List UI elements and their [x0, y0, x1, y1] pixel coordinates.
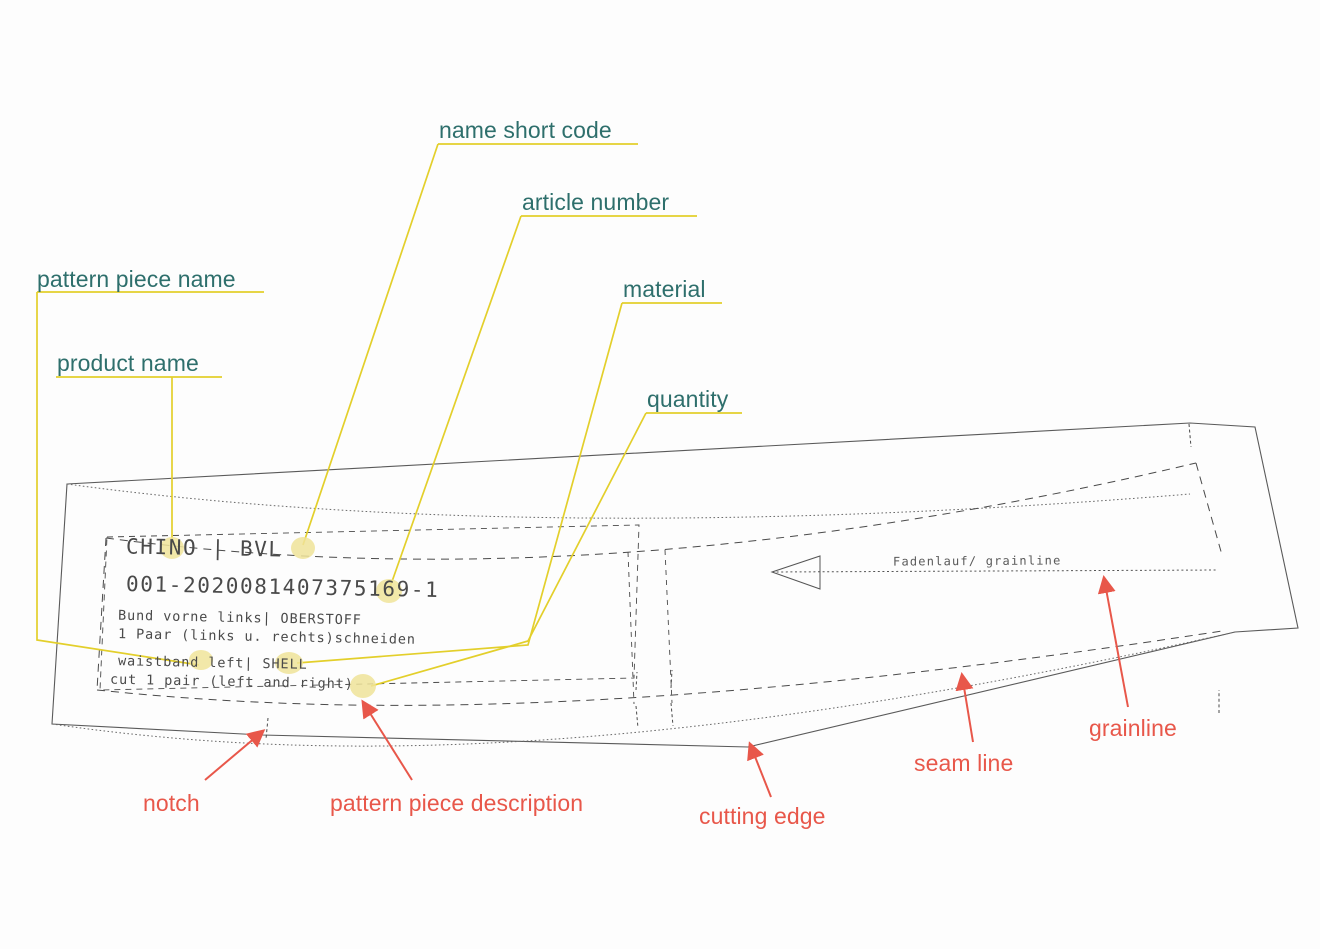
label-article-number: article number — [522, 189, 670, 215]
yellow-leader-lines — [36, 143, 647, 687]
label-material: material — [623, 276, 706, 302]
red-callout-arrows — [204, 575, 1129, 798]
label-product-name: product name — [57, 350, 199, 376]
teal-label-underlines — [37, 143, 742, 414]
label-pattern-piece-name: pattern piece name — [37, 266, 236, 292]
notch-marks — [265, 423, 1220, 740]
pattern-name-line: CHINO | BVL — [125, 534, 283, 562]
piece-inner-curve — [51, 483, 1236, 747]
label-notch: notch — [143, 790, 200, 816]
grainline-text: Fadenlauf/ grainline — [892, 553, 1062, 569]
label-cutting-edge: cutting edge — [699, 803, 826, 829]
internal-fold-lines — [627, 549, 673, 705]
label-pattern-piece-description: pattern piece description — [330, 790, 584, 816]
label-name-short-code: name short code — [439, 117, 612, 143]
seam-line-path — [96, 462, 1223, 706]
label-seam-line: seam line — [914, 750, 1014, 776]
yellow-highlight-dots — [160, 537, 402, 698]
description-box — [99, 524, 640, 691]
grainline-arrow — [770, 555, 1219, 590]
label-quantity: quantity — [647, 386, 729, 412]
label-grainline: grainline — [1089, 715, 1177, 741]
